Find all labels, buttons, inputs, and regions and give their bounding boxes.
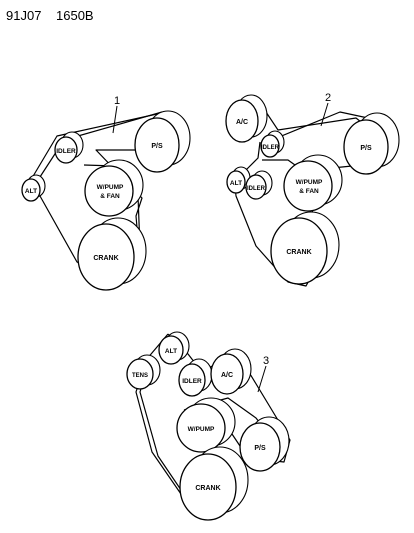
alt-label: ALT (25, 188, 37, 195)
fan-label: & FAN (299, 188, 319, 195)
pulley-alternator-2: ALT (226, 166, 251, 194)
pulley-ps-2: P/S (343, 112, 400, 175)
wpump-label: W/PUMP (188, 426, 215, 433)
pulley-alternator-1: ALT (21, 174, 46, 202)
crank-label: CRANK (195, 485, 220, 492)
illustration-code-left: 91J07 (6, 8, 41, 23)
callout-1: 1 (114, 95, 120, 107)
callout-3: 3 (263, 355, 269, 367)
idler-low-label: IDLER (247, 186, 266, 192)
idler-top-label: IDLER (261, 145, 280, 151)
pulley-ac-3: A/C (210, 348, 252, 395)
idler-label: IDLER (56, 148, 76, 155)
callout-2: 2 (325, 92, 331, 104)
belt-diagram-3: ALT TENS IDLER A/C W/PUMP P/S (126, 331, 291, 521)
pulley-idler-top-2: IDLER (260, 130, 285, 158)
illustration-code-right: 1650B (56, 8, 94, 23)
crank-label: CRANK (286, 249, 311, 256)
pulley-tensioner-3: TENS (126, 354, 161, 390)
ps-label: P/S (360, 145, 372, 152)
ac-label: A/C (236, 119, 248, 126)
pulley-ps-1: P/S (134, 110, 191, 173)
pulley-idler-1: IDLER (54, 131, 84, 164)
pulley-crank-1: CRANK (77, 217, 147, 291)
pulley-water-pump-fan-1: W/PUMP & FAN (84, 159, 144, 217)
pulley-ac-2: A/C (225, 94, 268, 143)
crank-label: CRANK (93, 255, 118, 262)
pulley-water-pump-fan-2: W/PUMP & FAN (283, 154, 343, 212)
alt-label: ALT (165, 348, 177, 355)
pulley-idler-low-2: IDLER (245, 170, 273, 200)
pulley-idler-3: IDLER (178, 358, 213, 397)
alt-label: ALT (230, 180, 242, 187)
ps-label: P/S (254, 445, 266, 452)
ps-label: P/S (151, 143, 163, 150)
wpump-label: W/PUMP (97, 184, 124, 191)
belt-diagram-2: A/C IDLER P/S ALT IDLER W/PUMP & FAN (225, 92, 400, 287)
pulley-ps-3: P/S (239, 416, 290, 472)
tens-label: TENS (132, 373, 148, 379)
pulley-water-pump-3: W/PUMP (176, 397, 236, 453)
wpump-label: W/PUMP (296, 179, 323, 186)
pulley-crank-3: CRANK (179, 446, 249, 521)
pulley-crank-2: CRANK (270, 211, 340, 285)
idler-label: IDLER (182, 378, 202, 385)
ac-label: A/C (221, 372, 233, 379)
pulley-alternator-3: ALT (158, 331, 190, 365)
fan-label: & FAN (100, 193, 120, 200)
belt-diagram-1: IDLER ALT P/S W/PUMP & FAN CRANK 1 (21, 95, 191, 291)
